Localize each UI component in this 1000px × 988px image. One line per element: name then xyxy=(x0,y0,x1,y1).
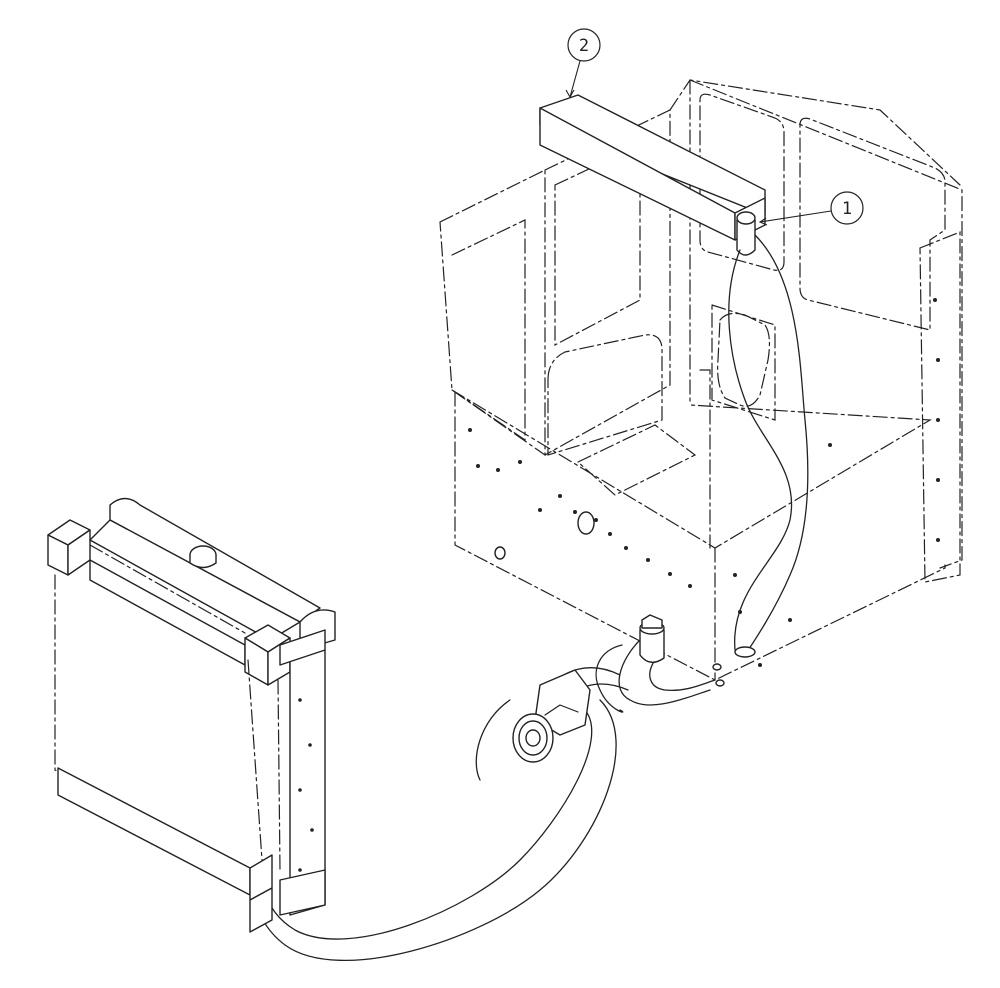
cab-lower-box xyxy=(454,391,946,681)
hose-compressor-condenser-a xyxy=(261,709,593,940)
compressor-detail xyxy=(544,704,579,716)
hose-drier-to-fitting-a xyxy=(618,639,711,706)
cab-left-panel xyxy=(439,169,546,457)
cab-side-oval-window xyxy=(717,312,771,407)
cab-lower-port-small xyxy=(494,546,506,560)
inline-drier-body xyxy=(639,629,665,663)
hose-drier-to-fitting-b xyxy=(649,659,716,691)
hose-drier-loop xyxy=(595,644,624,713)
rad-bottom-column-cap xyxy=(279,869,326,916)
cab-right-post xyxy=(919,231,961,583)
hose-fittings xyxy=(712,646,756,687)
rad-core-left-edge xyxy=(54,574,249,871)
rad-core-inner-edge xyxy=(277,679,281,871)
callout-1-label: 1 xyxy=(842,199,852,219)
callout-1-leader xyxy=(759,210,832,223)
fitting-upper xyxy=(712,663,722,671)
rad-bottom-tank xyxy=(57,767,251,896)
drier-cap xyxy=(736,211,756,225)
receiver-drier-top xyxy=(736,211,756,256)
hose-drier-down-b xyxy=(744,234,809,656)
compressor xyxy=(512,669,591,763)
cab-rear-door-cutout xyxy=(547,334,663,456)
hose-compressor-condenser-b xyxy=(249,699,617,962)
rad-filler-neck xyxy=(189,555,217,569)
cab-right-window-front xyxy=(699,93,785,271)
compressor-clutch-hub xyxy=(525,729,541,747)
hose-drier-down-a xyxy=(728,249,793,651)
refrigerant-hoses xyxy=(249,234,809,962)
rad-side-column-top xyxy=(279,629,326,666)
fitting-bulkhead xyxy=(734,646,756,658)
cab-side-oval-frame xyxy=(711,304,776,421)
rad-core-right-edge xyxy=(247,659,263,861)
callout-1-arrow xyxy=(758,217,768,226)
cab-bolt-holes xyxy=(468,298,940,667)
inline-drier-top xyxy=(641,614,663,629)
inline-drier xyxy=(639,614,665,663)
rad-fin-edge xyxy=(89,544,246,634)
callout-1[interactable]: 1 xyxy=(758,191,864,226)
rad-fasteners xyxy=(298,698,314,872)
callout-2[interactable]: 2 xyxy=(565,28,601,99)
callout-2-circle xyxy=(567,28,601,62)
callout-2-arrow xyxy=(565,89,575,99)
callout-1-circle xyxy=(830,191,864,225)
drier-body xyxy=(736,219,756,256)
cab-roof-edge xyxy=(669,79,961,186)
cab-right-window-rear xyxy=(799,117,946,331)
cab-lower-port xyxy=(577,511,595,535)
cab-left-window xyxy=(451,219,526,442)
rad-bottom-cap xyxy=(249,887,273,933)
fitting-lower xyxy=(715,679,725,687)
cab-floor-top xyxy=(451,389,932,549)
callout-2-label: 2 xyxy=(579,36,589,56)
cab-floor-plate xyxy=(576,424,697,496)
condenser-radiator xyxy=(47,497,336,933)
cab-right-wall xyxy=(689,79,963,569)
evaporator-housing xyxy=(539,94,766,241)
hose-compressor-tail xyxy=(475,699,511,781)
callout-2-leader xyxy=(569,60,581,98)
cab-center-post xyxy=(699,369,711,549)
